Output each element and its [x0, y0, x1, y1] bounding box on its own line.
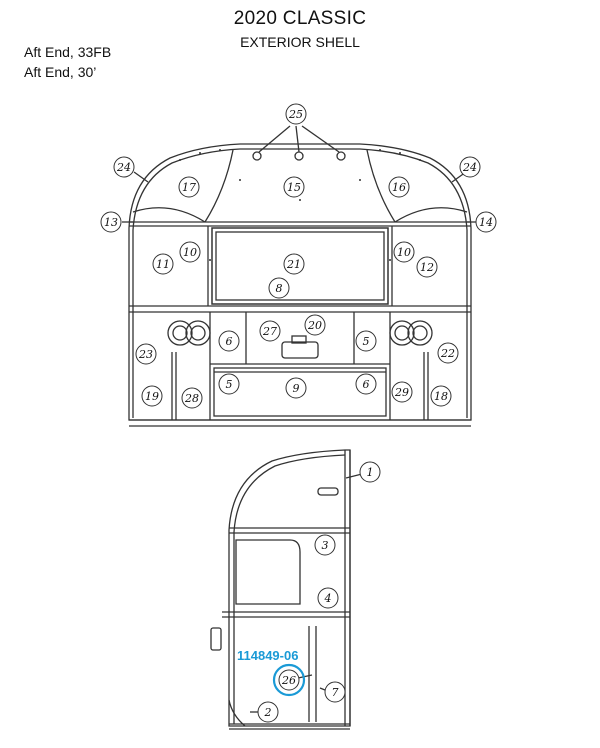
diagram-subtitle: EXTERIOR SHELL [240, 34, 360, 50]
callout-10-left: 10 [179, 241, 201, 263]
svg-text:8: 8 [276, 282, 283, 295]
svg-text:27: 27 [262, 325, 277, 338]
svg-text:13: 13 [104, 216, 118, 229]
callout-5-lower: 5 [218, 373, 240, 395]
callout-7: 7 [324, 681, 346, 703]
callout-6-lower: 6 [355, 373, 377, 395]
svg-text:19: 19 [145, 390, 159, 403]
callout-16: 16 [388, 176, 410, 198]
svg-text:10: 10 [183, 246, 197, 259]
callout-1: 1 [359, 461, 381, 483]
svg-text:24: 24 [116, 161, 131, 174]
callout-10-right: 10 [393, 241, 415, 263]
callout-22: 22 [437, 342, 459, 364]
callout-24-left: 24 [113, 156, 135, 178]
callout-9: 9 [285, 377, 307, 399]
svg-text:24: 24 [462, 161, 477, 174]
callout-20: 20 [304, 314, 326, 336]
callout-23: 23 [135, 343, 157, 365]
svg-text:11: 11 [156, 258, 170, 271]
callout-28: 28 [181, 387, 203, 409]
svg-text:5: 5 [226, 378, 233, 391]
svg-text:14: 14 [479, 216, 493, 229]
svg-text:4: 4 [324, 592, 332, 605]
callout-2: 2 [257, 701, 279, 723]
svg-text:16: 16 [392, 181, 406, 194]
svg-text:2: 2 [264, 706, 272, 719]
callout-4: 4 [317, 587, 339, 609]
rivet-dots [179, 149, 421, 261]
svg-text:6: 6 [226, 335, 233, 348]
callout-21: 21 [283, 253, 305, 275]
svg-text:1: 1 [367, 466, 374, 479]
svg-text:25: 25 [288, 108, 303, 121]
svg-text:21: 21 [286, 258, 301, 271]
callout-14: 14 [475, 211, 497, 233]
callout-6-upper: 6 [218, 330, 240, 352]
callout-15: 15 [283, 176, 305, 198]
aft-end-view [122, 125, 476, 427]
callout-12: 12 [416, 256, 438, 278]
callout-13: 13 [100, 211, 122, 233]
callout-3: 3 [314, 534, 336, 556]
svg-text:3: 3 [322, 539, 329, 552]
side-view [210, 449, 363, 730]
svg-text:12: 12 [420, 261, 434, 274]
part-number-label: 114849-06 [237, 648, 298, 663]
diagram-title: 2020 CLASSIC [233, 8, 367, 29]
callout-18: 18 [430, 385, 452, 407]
svg-text:28: 28 [184, 392, 199, 405]
callouts-group: 25 24 24 17 15 16 13 14 10 10 11 21 12 8… [100, 103, 497, 723]
note-aft-end-33fb: Aft End, 33FB [24, 44, 112, 60]
svg-text:9: 9 [293, 382, 300, 395]
svg-text:18: 18 [434, 390, 448, 403]
highlight-ring [272, 663, 306, 697]
svg-text:15: 15 [287, 181, 301, 194]
svg-text:23: 23 [138, 348, 153, 361]
svg-text:7: 7 [332, 686, 339, 699]
svg-text:20: 20 [307, 319, 322, 332]
callout-11: 11 [152, 253, 174, 275]
note-aft-end-30: Aft End, 30’ [24, 64, 97, 80]
svg-text:10: 10 [397, 246, 411, 259]
callout-8: 8 [268, 277, 290, 299]
svg-text:17: 17 [182, 181, 196, 194]
callout-27: 27 [259, 320, 281, 342]
svg-text:29: 29 [394, 386, 409, 399]
callout-24-right: 24 [459, 156, 481, 178]
callout-17: 17 [178, 176, 200, 198]
callout-29: 29 [391, 381, 413, 403]
svg-text:5: 5 [363, 335, 370, 348]
callout-19: 19 [141, 385, 163, 407]
svg-text:26: 26 [281, 674, 296, 687]
svg-text:22: 22 [440, 347, 455, 360]
callout-26: 26 [278, 669, 300, 691]
callout-25: 25 [285, 103, 307, 125]
callout-5-upper: 5 [355, 330, 377, 352]
svg-text:6: 6 [363, 378, 370, 391]
